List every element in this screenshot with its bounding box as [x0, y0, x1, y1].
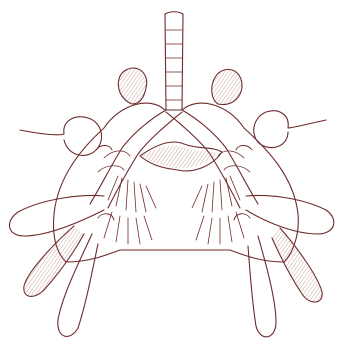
trachea-rings: [166, 30, 182, 100]
air-sac-mid-left: [20, 117, 102, 156]
air-sac-lower-right-1: [246, 196, 334, 234]
drawing-strokes: [9, 12, 333, 337]
air-sac-mid-right: [254, 111, 326, 148]
parabronchi-left: [98, 151, 156, 244]
parabronchi-right: [192, 151, 250, 244]
shading: [24, 68, 322, 302]
air-sac-lower-right-3: [248, 236, 276, 337]
air-sac-lower-left-1: [9, 196, 104, 236]
trachea: [165, 12, 183, 110]
